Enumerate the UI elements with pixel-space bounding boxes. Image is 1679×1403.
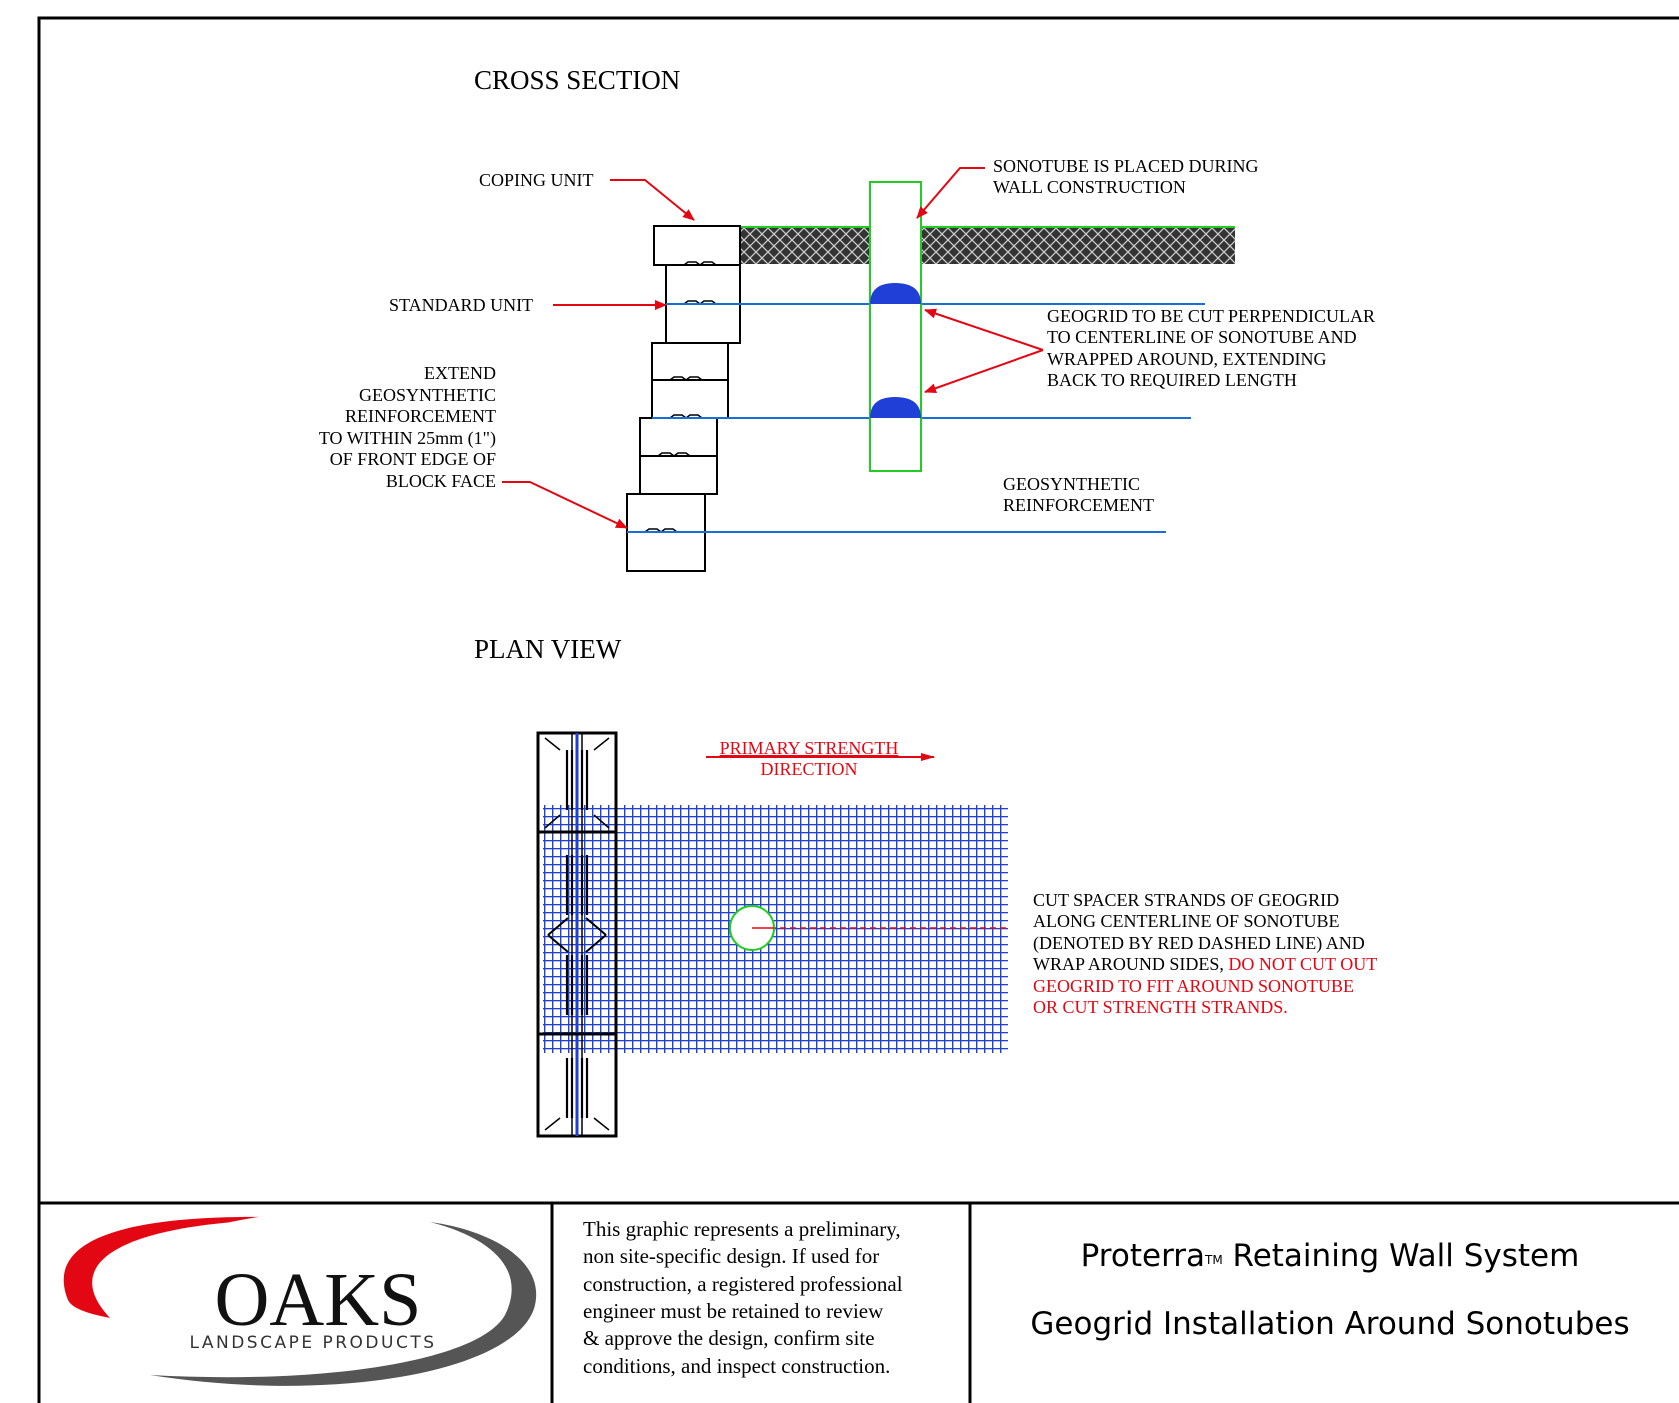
sheet-subtitle: Geogrid Installation Around Sonotubes (1030, 1306, 1629, 1342)
coping-unit-label: COPING UNIT (479, 170, 594, 190)
disclaimer-line: conditions, and inspect construction. (583, 1354, 890, 1378)
extend-label-line: BLOCK FACE (386, 471, 496, 491)
extend-label-line: OF FRONT EDGE OF (330, 449, 496, 469)
wall-blocks (626, 225, 741, 572)
extend-label: EXTEND GEOSYNTHETIC REINFORCEMENT TO WIT… (319, 363, 496, 491)
disclaimer-line: & approve the design, confirm site (583, 1326, 875, 1350)
title-brand: Proterra (1081, 1238, 1205, 1274)
disclaimer: This graphic represents a preliminary, n… (583, 1217, 903, 1378)
disclaimer-line: construction, a registered professional (583, 1272, 903, 1296)
block-pins (644, 261, 717, 533)
plan-note-red-line: GEOGRID TO FIT AROUND SONOTUBE (1033, 976, 1354, 996)
oaks-logo: OAKS LANDSCAPE PRODUCTS (63, 1212, 545, 1388)
cross-section-heading: CROSS SECTION (474, 65, 680, 95)
plan-note-line: (DENOTED BY RED DASHED LINE) AND (1033, 933, 1365, 954)
disclaimer-line: This graphic represents a preliminary, (583, 1217, 901, 1241)
title-rest: Retaining Wall System (1223, 1238, 1580, 1274)
sonotube-label-line: WALL CONSTRUCTION (993, 177, 1186, 197)
standard-unit-label: STANDARD UNIT (389, 295, 533, 315)
geogrid-cut-arrow (924, 308, 1044, 351)
title-tm: TM (1204, 1253, 1223, 1267)
extend-label-line: TO WITHIN 25mm (1") (319, 428, 496, 449)
extend-label-line: EXTEND (424, 363, 496, 383)
geogrid-mesh (543, 805, 1008, 1053)
coping-unit-block (653, 225, 741, 266)
geogrid-wrap (870, 283, 921, 304)
geogrid-cut-label-line: TO CENTERLINE OF SONOTUBE AND (1047, 327, 1357, 347)
geosynthetic-label-line: GEOSYNTHETIC (1003, 474, 1140, 494)
geogrid-cut-label-line: BACK TO REQUIRED LENGTH (1047, 370, 1297, 390)
plan-view-heading: PLAN VIEW (474, 634, 622, 664)
extend-arrow (502, 481, 628, 529)
disclaimer-line: non site-specific design. If used for (583, 1244, 879, 1268)
disclaimer-line: engineer must be retained to review (583, 1299, 884, 1323)
plan-note-line: WRAP AROUND SIDES, DO NOT CUT OUT (1033, 954, 1377, 974)
geogrid-cut-arrow (924, 349, 1044, 394)
sheet-border (37, 16, 1679, 1403)
geogrid-cut-label-line: WRAPPED AROUND, EXTENDING (1047, 349, 1327, 369)
geogrid-cut-label-line: GEOGRID TO BE CUT PERPENDICULAR (1047, 306, 1375, 326)
primary-strength-label: PRIMARY STRENGTH (720, 738, 899, 758)
extend-label-line: GEOSYNTHETIC (359, 385, 496, 405)
backfill-soil (741, 226, 1235, 264)
plan-note-line: ALONG CENTERLINE OF SONOTUBE (1033, 911, 1339, 931)
logo-main-text: OAKS (215, 1258, 422, 1342)
plan-note-line: CUT SPACER STRANDS OF GEOGRID (1033, 890, 1339, 910)
block-column (536, 731, 618, 1138)
sonotube (869, 181, 922, 472)
geosynthetic-label-line: REINFORCEMENT (1003, 495, 1154, 515)
plan-note-red-line: OR CUT STRENGTH STRANDS. (1033, 997, 1288, 1017)
geogrid-wrap (870, 397, 921, 418)
coping-unit-arrow (610, 179, 695, 221)
plan-note-black-part: WRAP AROUND SIDES, (1033, 954, 1228, 974)
primary-strength-label-2: DIRECTION (761, 759, 858, 779)
sonotube-arrow (916, 167, 985, 219)
plan-note-red-part: DO NOT CUT OUT (1228, 954, 1377, 974)
sheet-title: ProterraTM Retaining Wall System (1081, 1238, 1580, 1274)
extend-label-line: REINFORCEMENT (345, 406, 496, 426)
sonotube-label-line: SONOTUBE IS PLACED DURING (993, 156, 1259, 176)
logo-sub-text: LANDSCAPE PRODUCTS (189, 1333, 436, 1353)
